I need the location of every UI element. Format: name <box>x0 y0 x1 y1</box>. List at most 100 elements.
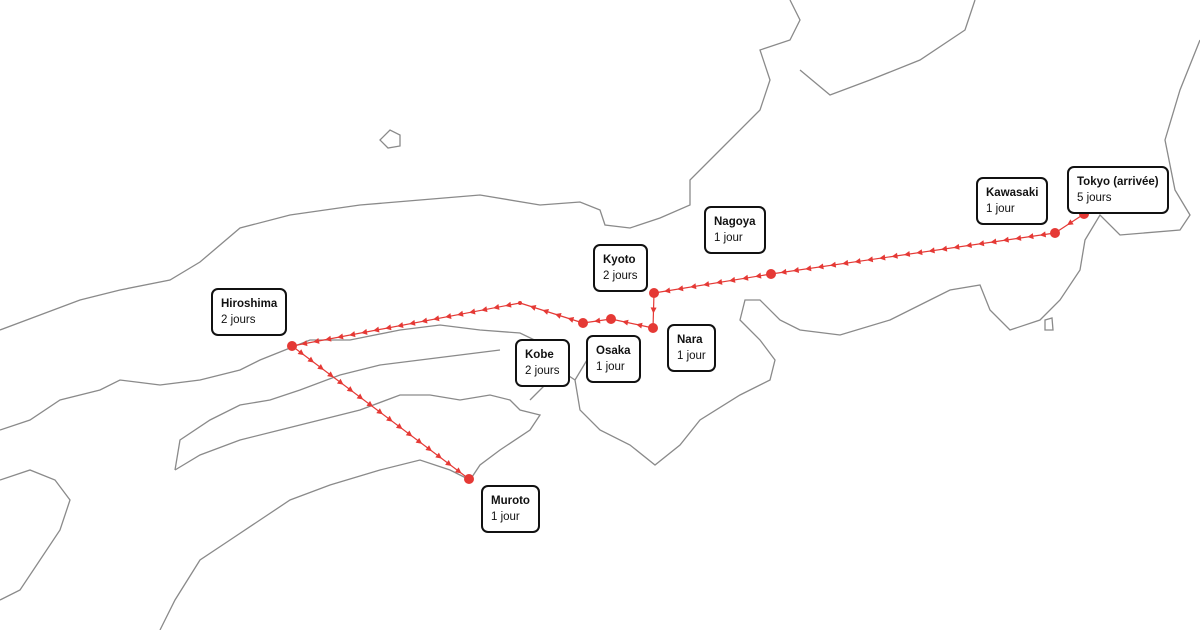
city-stay: 2 jours <box>221 314 256 326</box>
route-arrow-icon <box>805 265 812 272</box>
route-arrow-icon <box>780 268 787 275</box>
city-label-hiroshima[interactable]: Hiroshima 2 jours <box>211 288 288 336</box>
route-arrow-icon <box>317 363 324 370</box>
island-izu <box>1044 317 1054 331</box>
route-arrow-icon <box>313 337 320 344</box>
city-name: Kobe <box>525 349 554 361</box>
route-arrow-icon <box>703 281 710 288</box>
route-arrow-icon <box>916 249 923 256</box>
route-arrow-icon <box>636 322 643 329</box>
route-arrow-icon <box>373 326 380 333</box>
route-arrow-icon <box>1039 231 1047 238</box>
route-arrow-icon <box>337 333 344 340</box>
city-marker-kobe[interactable] <box>578 318 588 328</box>
route-arrow-icon <box>307 356 315 363</box>
route-segment <box>770 232 1056 275</box>
city-label-osaka[interactable]: Osaka 1 jour <box>586 335 641 383</box>
route-arrow-icon <box>792 267 800 273</box>
city-label-muroto[interactable]: Muroto 1 jour <box>481 485 540 533</box>
route-arrow-icon <box>1014 234 1022 241</box>
route-arrow-icon <box>903 250 911 257</box>
route-arrow-icon <box>817 263 824 270</box>
city-label-kobe[interactable]: Kobe 2 jours <box>515 339 570 387</box>
route-arrow-icon <box>425 445 433 452</box>
city-stay: 2 jours <box>525 365 560 377</box>
route-waypoint <box>518 301 522 305</box>
route-arrow-icon <box>454 467 462 474</box>
route-segment <box>610 318 654 329</box>
city-stay: 1 jour <box>491 511 520 523</box>
route-arrow-icon <box>445 460 452 467</box>
route-arrow-icon <box>435 452 442 459</box>
coastline-shikoku <box>159 394 542 630</box>
route-arrow-icon <box>433 315 440 322</box>
route-arrow-icon <box>677 285 684 292</box>
city-label-nagoya[interactable]: Nagoya 1 jour <box>704 206 766 254</box>
route-arrow-icon <box>386 415 393 422</box>
city-name: Muroto <box>491 495 530 507</box>
route-arrow-icon <box>716 279 723 285</box>
route-arrow-icon <box>622 319 629 326</box>
route-arrow-icon <box>376 408 383 415</box>
coastline-honshu-north <box>0 0 801 331</box>
route-arrow-icon <box>405 430 413 437</box>
coastline-tohoku <box>574 39 1200 466</box>
route-arrow-icon <box>493 304 500 310</box>
city-stay: 1 jour <box>986 203 1015 215</box>
route-arrow-icon <box>1027 233 1034 240</box>
route-arrow-icon <box>409 319 416 326</box>
route-arrow-icon <box>664 287 671 294</box>
route-arrow-icon <box>829 261 837 268</box>
route-arrow-icon <box>445 313 452 319</box>
route-arrow-icon <box>842 259 849 266</box>
route-arrow-icon <box>346 386 354 393</box>
city-marker-muroto[interactable] <box>464 474 474 484</box>
route-segment <box>519 302 584 324</box>
route-arrow-icon <box>385 324 392 331</box>
route-arrow-icon <box>1066 219 1074 226</box>
route-arrow-icon <box>953 243 960 250</box>
city-label-tokyo[interactable]: Tokyo (arrivée)5 jours <box>1067 166 1169 214</box>
route-arrow-icon <box>349 331 356 338</box>
route-arrow-icon <box>755 272 762 279</box>
route-arrow-icon <box>325 335 332 342</box>
route-arrow-icon <box>940 245 948 252</box>
route-arrow-icon <box>990 238 997 245</box>
city-stay: 1 jour <box>596 361 625 373</box>
city-stay: 1 jour <box>714 232 743 244</box>
city-marker-hiroshima[interactable] <box>287 341 297 351</box>
route-arrow-icon <box>567 317 575 323</box>
city-marker-nagoya[interactable] <box>766 269 776 279</box>
city-marker-kyoto[interactable] <box>649 288 659 298</box>
coastline-osaka-bay <box>0 324 576 431</box>
route-arrow-icon <box>336 378 344 385</box>
route-arrow-icon <box>866 256 874 263</box>
coastline-noto <box>799 0 976 96</box>
city-name: Nagoya <box>714 216 756 228</box>
city-marker-kawasaki[interactable] <box>1050 228 1060 238</box>
coastline-kyushu <box>0 469 71 601</box>
route-arrow-icon <box>965 242 972 249</box>
city-name: Kyoto <box>603 254 636 266</box>
city-name: Osaka <box>596 345 631 357</box>
route-arrow-icon <box>469 308 476 315</box>
travel-route <box>287 209 1089 484</box>
city-name: Hiroshima <box>221 298 278 310</box>
route-arrow-icon <box>554 313 562 319</box>
route-arrow-icon <box>742 274 749 281</box>
route-arrow-icon <box>301 340 308 347</box>
route-arrow-icon <box>361 328 368 335</box>
route-arrow-icon <box>542 309 549 315</box>
route-arrow-icon <box>421 317 428 324</box>
city-marker-nara[interactable] <box>648 323 658 333</box>
route-arrow-icon <box>366 400 374 407</box>
route-arrow-icon <box>977 240 985 247</box>
city-marker-osaka[interactable] <box>606 314 616 324</box>
route-arrow-icon <box>891 252 898 259</box>
island-oki <box>379 129 401 149</box>
